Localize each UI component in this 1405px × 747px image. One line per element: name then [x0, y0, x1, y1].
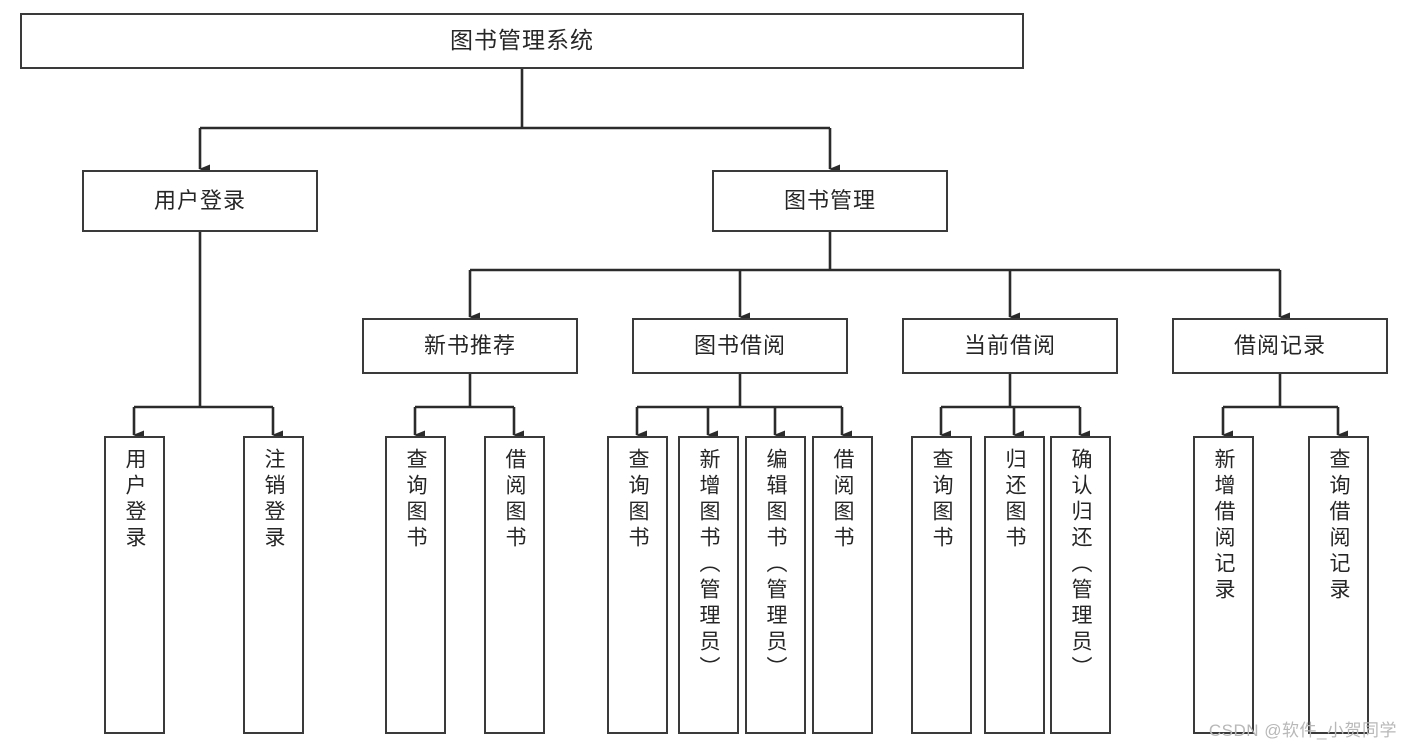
node-leaf-query-borrow-record[interactable]: 查询借阅记录	[1308, 436, 1369, 734]
node-label: 用户登录	[153, 188, 246, 214]
node-label: 查询图书	[626, 448, 649, 552]
node-label: 借阅图书	[831, 448, 854, 552]
node-leaf-user-login[interactable]: 用户登录	[104, 436, 165, 734]
node-borrow-record[interactable]: 借阅记录	[1172, 318, 1388, 374]
node-root[interactable]: 图书管理系统	[20, 13, 1024, 69]
node-user-login[interactable]: 用户登录	[82, 170, 318, 232]
node-label: 查询图书	[404, 448, 427, 552]
node-label: 借阅记录	[1233, 333, 1326, 359]
node-leaf-add-borrow-record[interactable]: 新增借阅记录	[1193, 436, 1254, 734]
node-book-borrow[interactable]: 图书借阅	[632, 318, 848, 374]
node-leaf-query-book-b[interactable]: 查询图书	[607, 436, 668, 734]
node-leaf-borrow-book-rec[interactable]: 借阅图书	[484, 436, 545, 734]
node-leaf-query-book-rec[interactable]: 查询图书	[385, 436, 446, 734]
watermark: CSDN @软件_小贺同学	[1208, 721, 1397, 740]
node-label: 当前借阅	[963, 333, 1056, 359]
node-label: 编辑图书（管理员）	[764, 448, 787, 682]
node-current-borrow[interactable]: 当前借阅	[902, 318, 1118, 374]
node-leaf-borrow-book-b[interactable]: 借阅图书	[812, 436, 873, 734]
node-leaf-user-logout[interactable]: 注销登录	[243, 436, 304, 734]
node-label: 查询图书	[930, 448, 953, 552]
node-book-manage[interactable]: 图书管理	[712, 170, 948, 232]
node-label: 新增借阅记录	[1212, 448, 1235, 604]
node-leaf-add-book-admin[interactable]: 新增图书（管理员）	[678, 436, 739, 734]
node-label: 新书推荐	[423, 333, 516, 359]
node-label: 注销登录	[262, 448, 285, 552]
node-new-book-recommend[interactable]: 新书推荐	[362, 318, 578, 374]
node-leaf-return-book[interactable]: 归还图书	[984, 436, 1045, 734]
node-leaf-confirm-return[interactable]: 确认归还（管理员）	[1050, 436, 1111, 734]
node-label: 图书管理系统	[450, 27, 594, 54]
node-leaf-query-book-c[interactable]: 查询图书	[911, 436, 972, 734]
node-label: 归还图书	[1003, 448, 1026, 552]
node-label: 新增图书（管理员）	[697, 448, 720, 682]
node-label: 借阅图书	[503, 448, 526, 552]
node-leaf-edit-book-admin[interactable]: 编辑图书（管理员）	[745, 436, 806, 734]
node-label: 查询借阅记录	[1327, 448, 1350, 604]
node-label: 图书管理	[783, 188, 876, 214]
node-label: 确认归还（管理员）	[1069, 448, 1092, 682]
node-label: 用户登录	[123, 448, 146, 552]
node-label: 图书借阅	[693, 333, 786, 359]
